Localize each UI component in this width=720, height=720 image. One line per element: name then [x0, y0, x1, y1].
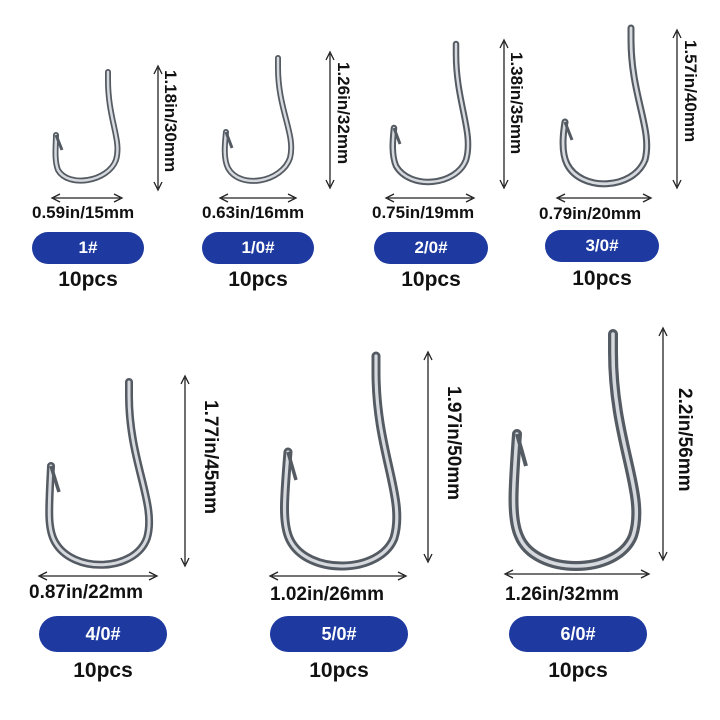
quantity-label: 10pcs	[572, 267, 632, 290]
size-badge: 6/0#	[509, 616, 647, 652]
hook-item-6: 1.97in/50mm 1.02in/26mm 5/0# 10pcs	[260, 348, 480, 690]
quantity-label: 10pcs	[58, 268, 118, 291]
height-label: 1.26in/32mm	[334, 62, 353, 165]
height-label: 2.2in/56mm	[674, 388, 695, 492]
size-badge: 3/0#	[545, 230, 659, 262]
width-label: 0.59in/15mm	[32, 203, 135, 222]
height-label: 1.97in/50mm	[443, 386, 464, 501]
size-badge: 5/0#	[270, 616, 408, 652]
size-badge: 1#	[32, 232, 144, 264]
width-label: 1.02in/26mm	[270, 584, 385, 605]
size-badge: 4/0#	[39, 616, 167, 652]
hook-image	[384, 38, 509, 203]
size-badge: 2/0#	[374, 232, 488, 264]
hook-image	[555, 24, 682, 203]
width-label: 1.26in/32mm	[505, 584, 620, 605]
width-label: 0.79in/20mm	[539, 204, 642, 223]
quantity-label: 10pcs	[228, 268, 288, 291]
width-label: 0.75in/19mm	[372, 203, 475, 222]
quantity-label: 10pcs	[548, 659, 608, 682]
hook-image	[218, 50, 335, 203]
height-label: 1.18in/30mm	[161, 70, 180, 173]
hook-item-4: 1.57in/40mm 0.79in/20mm 3/0# 10pcs	[535, 22, 715, 300]
width-label: 0.63in/16mm	[202, 203, 305, 222]
quantity-label: 10pcs	[309, 659, 369, 682]
height-label: 1.57in/40mm	[681, 40, 700, 143]
hook-item-3: 1.38in/35mm 0.75in/19mm 2/0# 10pcs	[360, 38, 535, 300]
height-label: 1.38in/35mm	[507, 52, 526, 155]
hook-image	[268, 350, 433, 581]
quantity-label: 10pcs	[73, 659, 133, 682]
hook-item-1: 1.18in/30mm 0.59in/15mm 1# 10pcs	[20, 60, 190, 300]
hook-image	[50, 64, 163, 203]
height-label: 1.77in/45mm	[200, 400, 221, 515]
quantity-label: 10pcs	[401, 268, 461, 291]
hook-item-2: 1.26in/32mm 0.63in/16mm 1/0# 10pcs	[190, 50, 360, 300]
hook-item-5: 1.77in/45mm 0.87in/22mm 4/0# 10pcs	[25, 370, 225, 690]
size-badge: 1/0#	[202, 232, 314, 264]
hook-image	[37, 374, 190, 581]
hook-image	[503, 326, 668, 579]
width-label: 0.87in/22mm	[29, 582, 144, 603]
hook-item-7: 2.2in/56mm 1.26in/32mm 6/0# 10pcs	[495, 322, 715, 690]
